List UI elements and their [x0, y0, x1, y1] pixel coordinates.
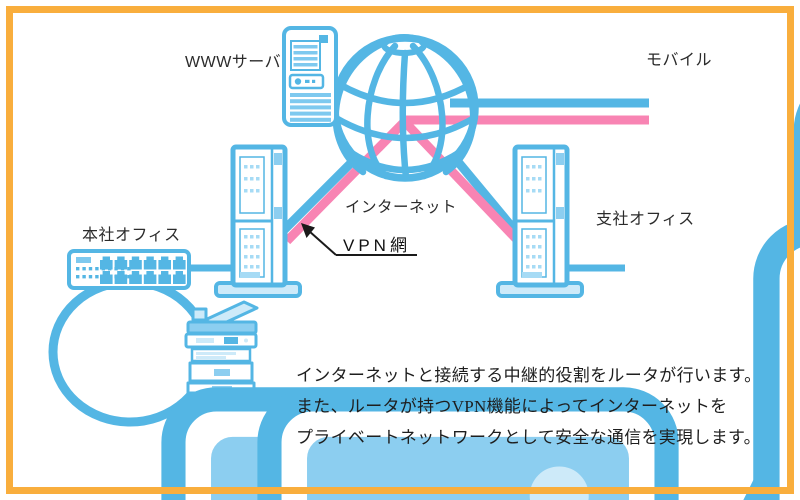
description-line: また、ルータが持つVPN機能によってインターネットを — [296, 397, 728, 416]
blue-line-globe-branch — [450, 154, 521, 236]
label-internet: インターネット — [345, 199, 458, 216]
printer-feeder-tray — [191, 307, 208, 322]
label-head-office: 本社オフィス — [82, 227, 181, 244]
label-branch-office: 支社オフィス — [596, 211, 695, 228]
pink-vpn-line — [283, 117, 409, 245]
arrowhead — [301, 223, 315, 238]
description-line: インターネットと接続する中継的役割をルータが行います。 — [296, 366, 762, 385]
label-mobile: モバイル — [646, 52, 713, 69]
blue-line-hq-globe — [280, 153, 361, 234]
switch-ports — [100, 256, 186, 284]
description-paragraph: インターネットと接続する中継的役割をルータが行います。 また、ルータが持つVPN… — [296, 360, 776, 453]
description-line: プライベートネットワークとして安全な通信を実現します。 — [296, 428, 761, 447]
printer-display — [224, 337, 238, 344]
www-server-icon — [282, 26, 338, 127]
server-slots — [290, 93, 331, 122]
printer-control-panel — [184, 332, 258, 349]
pink-vpn-line-branch — [400, 117, 524, 247]
printer-lid — [186, 320, 258, 335]
server-power-led — [319, 35, 328, 43]
vpn-callout-arrow — [301, 223, 417, 256]
switch-label-plate — [76, 257, 91, 263]
hq-router-icon — [216, 147, 300, 296]
label-www-server: WWWサーバ — [185, 54, 282, 71]
label-vpn: VPN網 — [343, 236, 411, 255]
switch-icon — [67, 249, 191, 290]
server-vents — [293, 45, 318, 67]
